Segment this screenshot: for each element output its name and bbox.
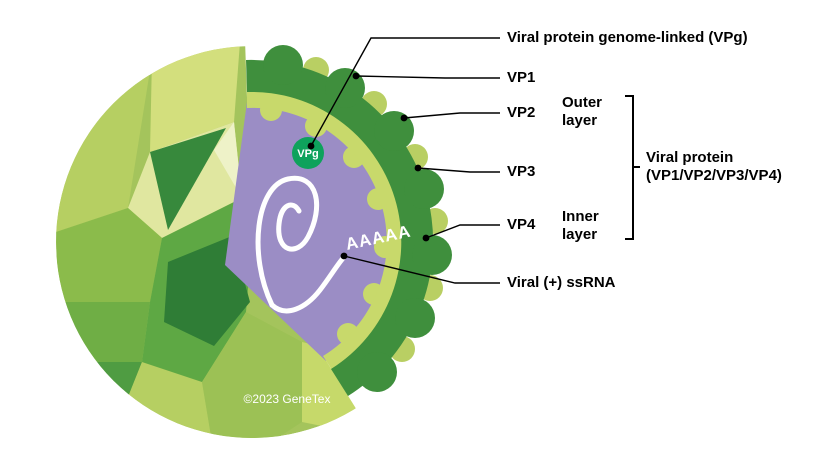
capsid-inner-layer	[247, 87, 408, 373]
rna-squiggle	[255, 175, 347, 314]
leader-dot-vp2	[400, 114, 408, 122]
leader-line-vp4	[425, 224, 500, 239]
leader-dot-vpg	[307, 142, 315, 150]
capsid-facet	[58, 302, 150, 362]
label-inner-layer-line1: Inner	[562, 208, 599, 225]
leader-dot-ssrna	[340, 252, 348, 260]
leader-dots	[307, 72, 430, 260]
leader-line-ssrna	[343, 255, 500, 284]
label-vpg-full: Viral protein genome-linked (VPg)	[507, 29, 748, 46]
capsid-facet	[56, 208, 162, 302]
label-vp4: VP4	[507, 216, 536, 233]
label-outer-layer: Outer layer	[562, 94, 602, 130]
label-vp3: VP3	[507, 163, 536, 180]
vpg-badge-circle	[292, 137, 324, 169]
capsid-facet	[150, 46, 240, 152]
label-vp1: VP1	[507, 69, 536, 86]
label-viral-protein: Viral protein (VP1/VP2/VP3/VP4)	[646, 149, 782, 185]
capsid-facet	[56, 58, 152, 232]
vpg-badge: VPg	[292, 137, 324, 169]
leader-line-vp1	[355, 75, 500, 79]
capsid-facet	[202, 312, 302, 438]
label-viral-protein-line2: (VP1/VP2/VP3/VP4)	[646, 167, 782, 184]
capsid-facet	[214, 122, 242, 198]
label-inner-layer-line2: layer	[562, 226, 598, 243]
label-inner-layer: Inner layer	[562, 208, 599, 244]
capsid-outer-layer	[246, 45, 452, 397]
copyright-watermark: ©2023 GeneTex	[244, 392, 331, 406]
leader-line-vp3	[417, 167, 500, 173]
leader-line-vp2	[403, 112, 500, 119]
leader-line-vpg	[310, 37, 500, 147]
label-ssrna: Viral (+) ssRNA	[507, 274, 616, 291]
label-outer-layer-line1: Outer	[562, 94, 603, 111]
label-viral-protein-line1: Viral protein	[646, 149, 734, 166]
label-vp2: VP2	[507, 104, 536, 121]
leader-dot-vp3	[414, 164, 422, 172]
label-outer-layer-line2: layer	[562, 112, 598, 129]
leader-dot-vp4	[422, 234, 430, 242]
leader-lines	[310, 37, 500, 284]
viral-protein-bracket	[625, 95, 640, 240]
leader-dot-vp1	[352, 72, 360, 80]
capsid-facet	[150, 128, 226, 230]
vpg-badge-label: VPg	[297, 148, 318, 160]
